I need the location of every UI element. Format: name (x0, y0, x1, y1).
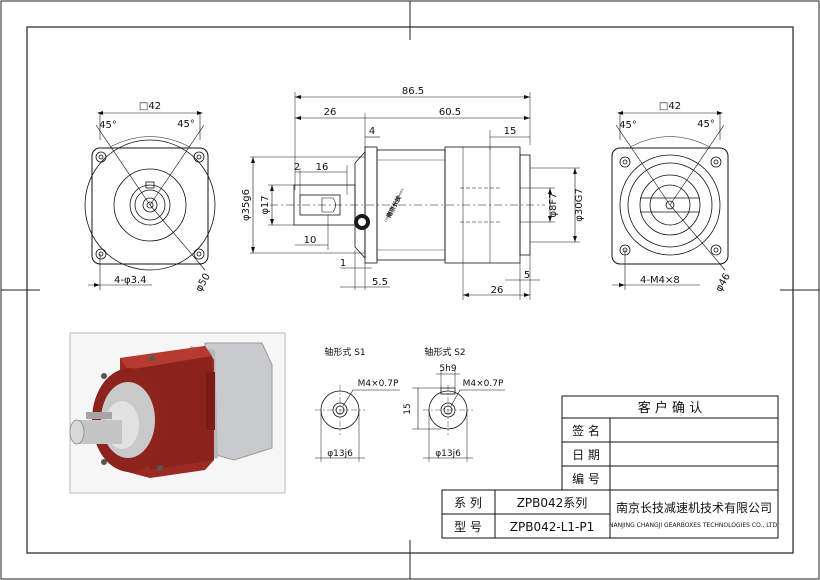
front-square-label: □42 (139, 101, 161, 112)
shaft-s2-dia: φ13j6 (435, 449, 461, 459)
company-name-en: NANJING CHANGJI GEARBOXES TECHNOLOGIES C… (609, 522, 779, 529)
shaft-s2-title: 轴形式 S2 (424, 346, 465, 358)
dim-5: 5 (524, 270, 530, 281)
dim-16: 16 (316, 162, 329, 173)
dim-5-5: 5.5 (372, 277, 388, 288)
customer-header: 客 户 确 认 (638, 400, 702, 416)
shaft-s2-view (412, 370, 505, 462)
front-view (84, 111, 216, 290)
rear-circle-dia: φ46 (714, 272, 733, 294)
shaft-s1-dia: φ13j6 (327, 449, 353, 459)
front-angle-left: 45° (99, 120, 117, 131)
series-value: ZPB042系列 (517, 496, 588, 510)
series-label: 系 列 (454, 496, 482, 510)
model-label: 型 号 (454, 520, 482, 534)
dim-1: 1 (340, 258, 346, 269)
dim-4: 4 (369, 126, 375, 137)
rear-view (611, 111, 729, 290)
dim-phi-17: φ17 (260, 195, 271, 214)
dim-phi-30g7: φ30G7 (574, 188, 585, 221)
front-angle-right: 45° (177, 119, 195, 130)
dim-26b: 26 (491, 285, 504, 296)
shaft-s2-height: 15 (403, 403, 413, 414)
shaft-s1-view (315, 385, 400, 462)
customer-signature-label: 签 名 (572, 423, 600, 438)
dim-phi-8f7: φ8F7 (548, 192, 559, 217)
dim-15: 15 (504, 126, 517, 137)
customer-block (561, 395, 779, 491)
customer-date-label: 日 期 (572, 448, 600, 462)
front-bolt-holes: 4-φ3.4 (114, 275, 146, 286)
brand-name-en: CHANGJI TECHNOLOGIES (384, 188, 405, 223)
dim-10: 10 (304, 235, 317, 246)
shaft-s1-title: 轴形式 S1 (324, 346, 365, 358)
rear-angle-right: 45° (697, 119, 715, 130)
dim-26: 26 (324, 107, 337, 118)
dim-total-length: 86.5 (402, 86, 424, 97)
company-name-cn: 南京长技减速机技术有限公司 (616, 500, 772, 515)
rear-screw-holes: 4-M4×8 (640, 275, 680, 286)
model-value: ZPB042-L1-P1 (510, 520, 594, 534)
product-photo (69, 332, 286, 494)
side-view-arrows (251, 95, 577, 297)
customer-number-label: 编 号 (572, 471, 600, 486)
dim-phi-35g6: φ35g6 (241, 189, 252, 221)
title-block (441, 489, 779, 539)
dim-2: 2 (294, 162, 300, 173)
brand-logo: 南京长技 CHANGJI TECHNOLOGIES (354, 188, 405, 230)
rear-square-label: □42 (659, 101, 681, 112)
side-view (250, 92, 580, 300)
shaft-s1-thread: M4×0.7P (358, 379, 399, 389)
dim-60-5: 60.5 (439, 107, 461, 118)
front-circle-dia: φ50 (194, 272, 213, 294)
rear-angle-left: 45° (619, 120, 637, 131)
shaft-s2-key: 5h9 (439, 364, 456, 374)
shaft-s2-thread: M4×0.7P (463, 379, 504, 389)
